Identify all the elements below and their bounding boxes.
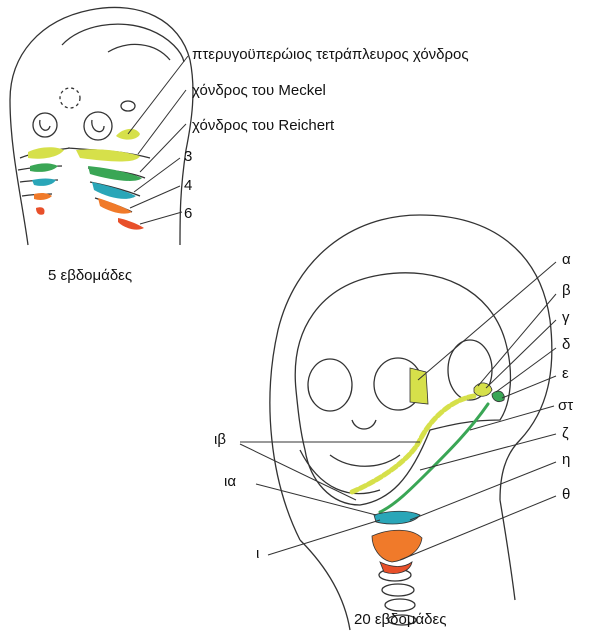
label-stigma: στ (558, 398, 573, 413)
skull-orbit-left (308, 359, 352, 411)
label-ib: ιβ (214, 432, 226, 447)
label-gamma: γ (562, 310, 570, 325)
label-arch-6: 6 (184, 206, 192, 221)
pointer-ib-2 (240, 444, 356, 500)
skull-teeth (330, 455, 400, 466)
pointer-arch6 (140, 212, 182, 224)
embryo-eye-left-inner (40, 120, 50, 130)
fetus-20-weeks-cartilages (352, 368, 504, 574)
embryo-brow-curve (108, 44, 170, 60)
pointer-h (410, 462, 556, 520)
embryo-5-weeks-pointers (128, 56, 188, 224)
caption-20-weeks: 20 εβδομάδες (354, 612, 446, 627)
stapes (492, 391, 504, 401)
arch4-right (98, 198, 132, 214)
label-meckel: χόνδρος του Meckel (192, 83, 326, 98)
label-pterygoquadrate: πτερυγοϋπερώιος τετράπλευρος χόνδρος (192, 47, 469, 62)
arch6-left (36, 207, 45, 215)
label-alpha: α (562, 252, 571, 267)
label-arch-4: 4 (184, 178, 192, 193)
pointer-th (400, 496, 556, 560)
label-reichert: χόνδρος του Reichert (192, 118, 334, 133)
embryo-5-weeks-cartilages (28, 129, 144, 230)
pointer-arch3 (134, 158, 180, 192)
caption-5-weeks: 5 εβδομάδες (48, 268, 132, 283)
embryo-eye-left (33, 113, 57, 137)
arch3-right (92, 182, 136, 199)
arch3-left (32, 179, 56, 186)
hyoid-body (374, 511, 420, 524)
reichert-right (88, 166, 142, 181)
embryo-eye-right-inner (92, 120, 104, 132)
meckel-left (28, 147, 64, 159)
meckel-right (76, 149, 140, 161)
thyroid-cartilage (372, 530, 422, 562)
pointer-b (478, 294, 556, 386)
pointer-reichert (140, 124, 186, 172)
fetus-20-weeks (270, 215, 552, 630)
label-epsilon: ε (562, 366, 569, 381)
pointer-a (418, 262, 556, 380)
label-zeta: ζ (562, 426, 569, 441)
embryo-eye-right (84, 112, 112, 140)
label-arch-3: 3 (184, 149, 192, 164)
pointer-pterygoquadrate (128, 56, 188, 134)
fetus-neck-left (300, 540, 350, 630)
label-beta: β (562, 283, 571, 298)
label-delta: δ (562, 337, 570, 352)
label-i: ι (256, 546, 259, 561)
reichert-left (30, 163, 58, 172)
label-ia: ια (224, 474, 236, 489)
pointer-z (420, 434, 556, 470)
pterygoquadrate-cartilage-shape (116, 129, 140, 140)
pointer-i (268, 520, 380, 555)
skull-nose (352, 420, 376, 429)
embryo-dashed-circle (60, 88, 80, 108)
embryo-otic-pit (121, 101, 135, 111)
label-eta: η (562, 452, 570, 467)
label-theta: θ (562, 487, 570, 502)
pointer-c (486, 320, 556, 388)
pointer-meckel (138, 90, 186, 154)
